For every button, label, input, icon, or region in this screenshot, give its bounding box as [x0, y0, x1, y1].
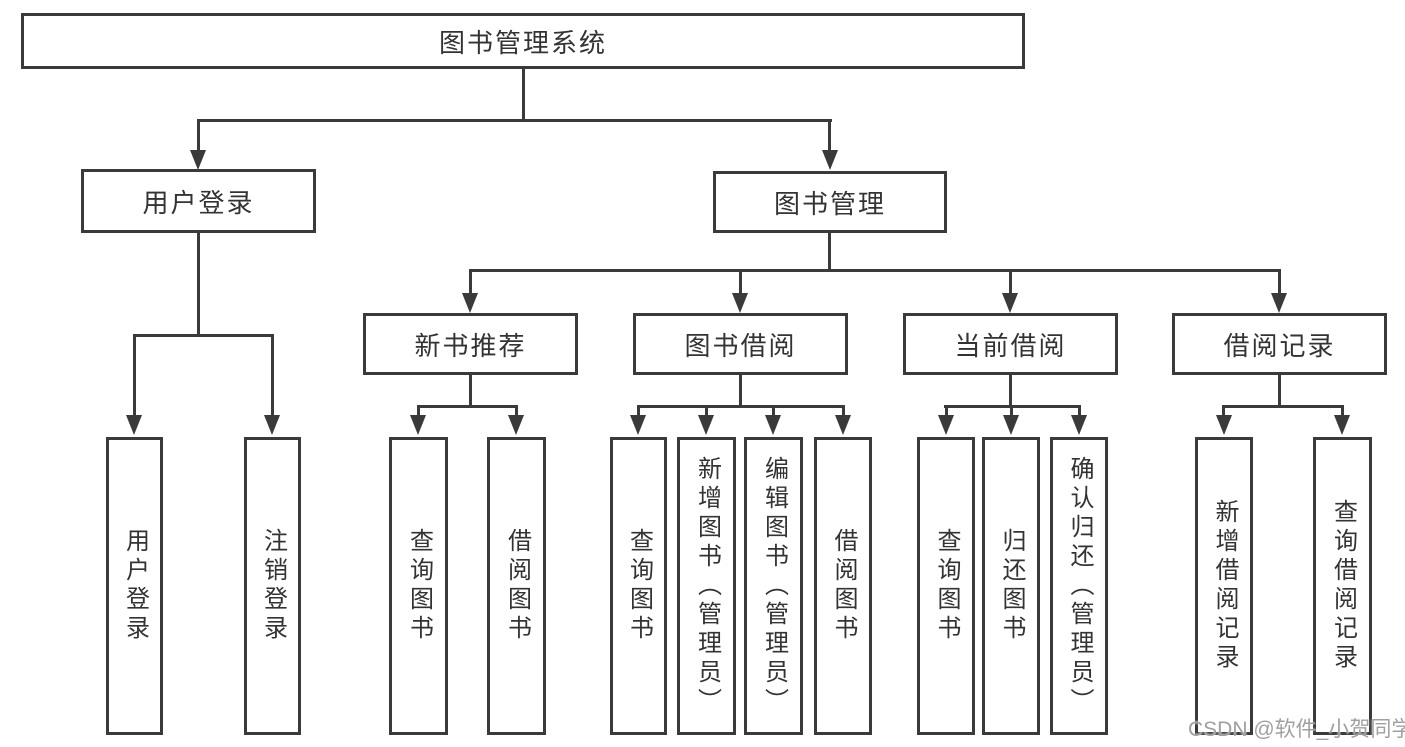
connector-line	[705, 405, 708, 418]
leaf-borrow-borrow-books: 借阅图书	[814, 437, 872, 735]
connector-line	[1278, 375, 1281, 407]
csdn-watermark: CSDN @软件_小贺同学	[1188, 718, 1405, 741]
connector-line	[1078, 405, 1081, 418]
connector-line	[417, 405, 420, 418]
connector-line	[772, 405, 775, 418]
connector-line	[1222, 405, 1344, 408]
connector-line	[197, 233, 200, 336]
leaf-user-login-label: 用户登录	[121, 528, 149, 644]
connector-line	[133, 334, 274, 337]
connector-line	[637, 405, 845, 408]
arrowhead-down-icon	[1271, 293, 1287, 313]
arrowhead-down-icon	[126, 415, 142, 435]
arrowhead-down-icon	[835, 415, 851, 435]
node-book-management: 图书管理	[713, 171, 947, 233]
leaf-record-add-borrow-record: 新增借阅记录	[1195, 437, 1253, 735]
leaf-newbook-borrow-books: 借阅图书	[487, 437, 546, 735]
leaf-borrow-query-books: 查询图书	[610, 437, 667, 735]
node-current-borrow-label: 当前借阅	[954, 330, 1067, 361]
arrowhead-down-icon	[765, 415, 781, 435]
leaf-record-query-borrow-record: 查询借阅记录	[1313, 437, 1372, 735]
connector-line	[197, 119, 832, 122]
connector-line	[1009, 269, 1012, 295]
node-user-login-label: 用户登录	[142, 187, 255, 218]
leaf-record-query-borrow-record-label: 查询借阅记录	[1329, 499, 1357, 673]
node-borrow-record-label: 借阅记录	[1223, 330, 1336, 361]
arrowhead-down-icon	[1002, 293, 1018, 313]
connector-line	[271, 334, 274, 418]
leaf-borrow-borrow-books-label: 借阅图书	[830, 528, 857, 644]
connector-line	[1222, 405, 1225, 418]
leaf-current-confirm-return-admin: 确认归还（管理员）	[1050, 437, 1108, 735]
arrowhead-down-icon	[822, 150, 838, 170]
arrowhead-down-icon	[462, 293, 478, 313]
connector-line	[417, 405, 518, 408]
leaf-logout-label: 注销登录	[259, 528, 287, 644]
leaf-current-confirm-return-admin-label: 确认归还（管理员）	[1066, 455, 1093, 717]
connector-line	[828, 119, 831, 152]
connector-line	[739, 269, 742, 295]
node-user-login: 用户登录	[81, 169, 316, 233]
leaf-borrow-add-books-admin-label: 新增图书（管理员）	[693, 455, 721, 717]
leaf-logout: 注销登录	[244, 437, 301, 735]
connector-line	[1009, 375, 1012, 407]
arrowhead-down-icon	[1071, 415, 1087, 435]
arrowhead-down-icon	[264, 415, 280, 435]
node-borrow-record: 借阅记录	[1172, 313, 1387, 375]
leaf-borrow-query-books-label: 查询图书	[625, 528, 653, 644]
arrowhead-down-icon	[190, 150, 206, 170]
node-new-book-recommend: 新书推荐	[363, 313, 578, 375]
arrowhead-down-icon	[410, 415, 426, 435]
node-book-borrow-label: 图书借阅	[684, 330, 797, 361]
connector-line	[842, 405, 845, 418]
connector-line	[637, 405, 640, 418]
connector-line	[522, 69, 525, 121]
leaf-newbook-query-books-label: 查询图书	[405, 528, 433, 644]
node-book-borrow: 图书借阅	[633, 313, 848, 375]
connector-line	[133, 334, 136, 418]
connector-line	[1278, 269, 1281, 295]
arrowhead-down-icon	[630, 415, 646, 435]
connector-line	[469, 269, 472, 295]
node-book-management-label: 图书管理	[773, 188, 886, 219]
arrowhead-down-icon	[1003, 415, 1019, 435]
leaf-newbook-query-books: 查询图书	[389, 437, 448, 735]
arrowhead-down-icon	[732, 293, 748, 313]
arrowhead-down-icon	[508, 415, 524, 435]
connector-line	[1341, 405, 1344, 418]
connector-line	[828, 233, 831, 272]
connector-line	[469, 269, 1281, 272]
node-root: 图书管理系统	[21, 13, 1025, 69]
leaf-record-add-borrow-record-label: 新增借阅记录	[1211, 499, 1238, 673]
connector-line	[197, 119, 200, 152]
leaf-borrow-edit-books-admin-label: 编辑图书（管理员）	[760, 455, 788, 717]
connector-line	[739, 375, 742, 407]
node-current-borrow: 当前借阅	[903, 313, 1118, 375]
leaf-current-return-books: 归还图书	[982, 437, 1040, 735]
leaf-current-return-books-label: 归还图书	[998, 528, 1025, 644]
connector-line	[945, 405, 948, 418]
connector-line	[1010, 405, 1013, 418]
leaf-current-query-books-label: 查询图书	[933, 528, 960, 644]
leaf-user-login: 用户登录	[106, 437, 163, 735]
node-new-book-recommend-label: 新书推荐	[414, 330, 527, 361]
connector-line	[515, 405, 518, 418]
node-root-label: 图书管理系统	[438, 27, 607, 58]
leaf-borrow-edit-books-admin: 编辑图书（管理员）	[744, 437, 803, 735]
arrowhead-down-icon	[1334, 415, 1350, 435]
connector-line	[469, 375, 472, 407]
leaf-borrow-add-books-admin: 新增图书（管理员）	[677, 437, 736, 735]
leaf-newbook-borrow-books-label: 借阅图书	[503, 528, 531, 644]
leaf-current-query-books: 查询图书	[917, 437, 975, 735]
arrowhead-down-icon	[1216, 415, 1232, 435]
arrowhead-down-icon	[938, 415, 954, 435]
arrowhead-down-icon	[698, 415, 714, 435]
